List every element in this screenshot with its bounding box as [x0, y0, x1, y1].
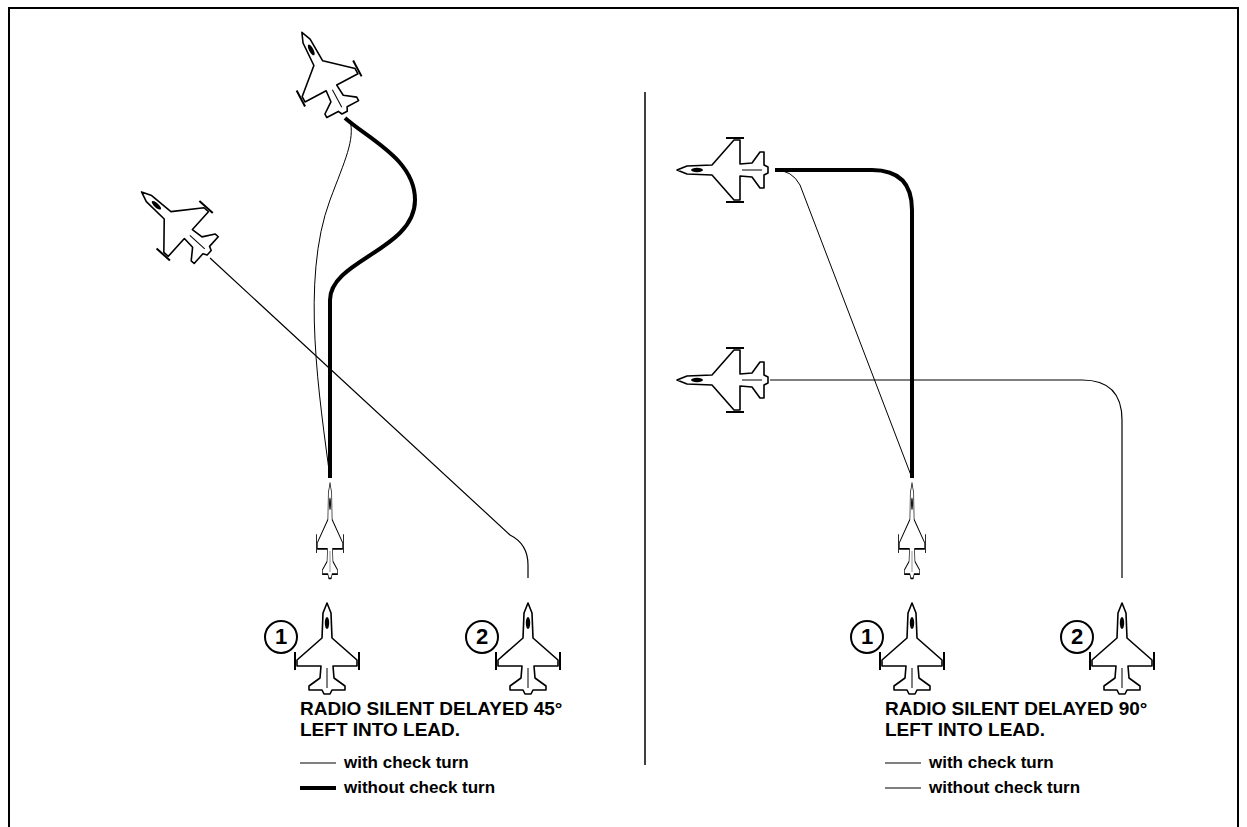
- jet-turned: [677, 138, 768, 202]
- jet-wingman: [496, 603, 560, 694]
- jet-lead: [295, 603, 359, 694]
- flight-path-thick: [330, 118, 415, 478]
- legend-row: with check turn: [885, 753, 1054, 773]
- caption: RADIO SILENT DELAYED 90° LEFT INTO LEAD.: [885, 698, 1185, 740]
- jet-banked: [899, 483, 926, 579]
- legend-text: without check turn: [929, 778, 1080, 798]
- jet-wingman: [1090, 603, 1154, 694]
- jet-banked: [317, 483, 344, 579]
- jet-turned: [274, 17, 373, 127]
- legend-text: without check turn: [344, 778, 495, 798]
- legend-row: without check turn: [885, 778, 1080, 798]
- frame: [9, 8, 1238, 827]
- callout-number: 1: [264, 620, 298, 654]
- caption: RADIO SILENT DELAYED 45° LEFT INTO LEAD.: [300, 698, 600, 740]
- panel-divider: [644, 92, 646, 765]
- flight-path-wingman: [210, 258, 528, 578]
- legend-row: without check turn: [300, 778, 495, 798]
- callout-number: 2: [465, 620, 499, 654]
- jet-lead: [880, 603, 944, 694]
- legend-text: with check turn: [344, 753, 469, 773]
- legend-text: with check turn: [929, 753, 1054, 773]
- legend-sample: [300, 758, 336, 768]
- jet-turned: [677, 348, 768, 412]
- flight-path-thick: [775, 170, 912, 478]
- legend-row: with check turn: [300, 753, 469, 773]
- flight-path-thin: [775, 170, 912, 478]
- flight-path-thin: [314, 120, 351, 478]
- flight-path-wingman: [770, 380, 1122, 578]
- callout-number: 2: [1060, 620, 1094, 654]
- legend-sample: [885, 783, 921, 793]
- legend-sample: [885, 758, 921, 768]
- legend-sample: [300, 783, 336, 793]
- callout-number: 1: [850, 620, 884, 654]
- jet-turned: [120, 168, 230, 276]
